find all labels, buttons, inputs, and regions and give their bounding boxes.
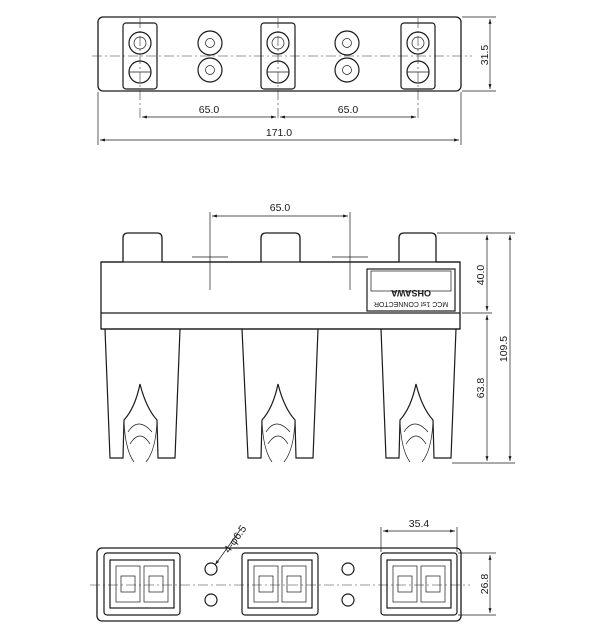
top-total-width-text: 171.0: [266, 127, 292, 139]
front-total-height-text: 109.5: [498, 336, 510, 362]
label-text: MCC 1st CONNECTOR: [374, 300, 448, 307]
top-pitch-right-text: 65.0: [338, 104, 359, 116]
top-terminal-1: [122, 18, 158, 118]
bottom-socket-1: [103, 552, 181, 616]
top-figure8-1: [197, 30, 223, 83]
front-pitch-text: 65.0: [270, 202, 291, 214]
bottom-socket-2: [241, 552, 319, 616]
bottom-slot-width-text: 35.4: [409, 518, 430, 530]
bottom-mount-holes: [204, 562, 355, 607]
front-leg-3: [380, 328, 457, 463]
front-upper-height-text: 40.0: [475, 265, 487, 286]
top-terminal-2: [260, 18, 296, 118]
front-housing-outline: [100, 232, 461, 330]
top-view: 31.5 65.0 65.0 171.0: [92, 16, 496, 145]
bottom-view: 4-φ6.5 35.4 26.8: [90, 518, 496, 622]
front-leg-2: [241, 328, 319, 463]
bottom-view-body: [96, 547, 462, 622]
brand-text: OHSAWA: [391, 288, 432, 298]
top-height-dim-text: 31.5: [479, 45, 491, 66]
top-terminal-3: [400, 18, 436, 118]
front-leg-1: [104, 328, 181, 463]
front-label-plate: OHSAWA MCC 1st CONNECTOR: [366, 268, 456, 312]
top-pitch-left-text: 65.0: [199, 104, 220, 116]
front-lower-height-text: 63.8: [475, 378, 487, 399]
front-view: OHSAWA MCC 1st CONNECTOR 65.0 40.0 63.8: [100, 202, 515, 464]
bottom-height-dim-text: 26.8: [479, 574, 491, 595]
bottom-socket-3: [380, 552, 458, 616]
top-figure8-2: [334, 30, 360, 83]
